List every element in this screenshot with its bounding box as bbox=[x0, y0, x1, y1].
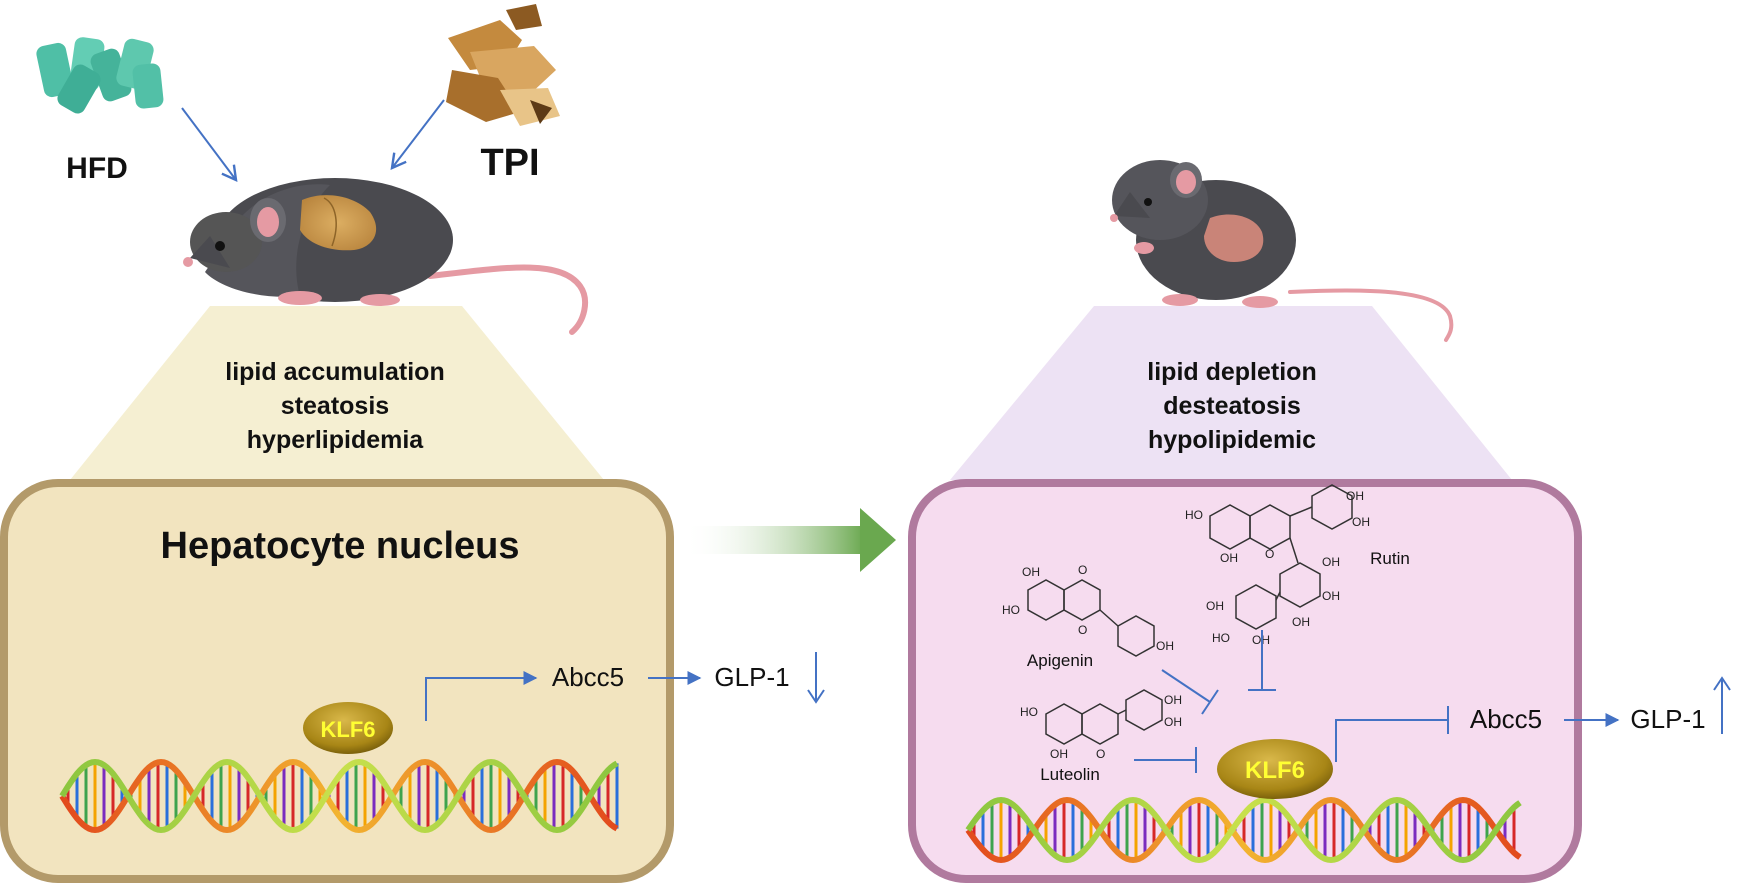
right-glp1-label: GLP-1 bbox=[1630, 704, 1705, 734]
apigenin-atom-labels: OH O HO O OH bbox=[1002, 563, 1174, 653]
right-effect-0: lipid depletion bbox=[1147, 358, 1316, 386]
svg-text:OH: OH bbox=[1346, 489, 1364, 503]
transition-green-arrow bbox=[684, 508, 896, 572]
left-klf6-label: KLF6 bbox=[321, 717, 376, 742]
svg-text:HO: HO bbox=[1020, 705, 1038, 719]
right-klf6-label: KLF6 bbox=[1245, 757, 1305, 784]
hfd-pellets-illustration bbox=[36, 37, 164, 114]
svg-text:O: O bbox=[1096, 747, 1105, 761]
right-mouse-illustration bbox=[1110, 160, 1454, 342]
apigenin-structure bbox=[1027, 579, 1155, 657]
tpi-label: TPI bbox=[480, 142, 539, 184]
rutin-structure bbox=[1209, 484, 1353, 630]
rutin-inhibits-klf6 bbox=[1248, 630, 1276, 691]
svg-text:OH: OH bbox=[1292, 615, 1310, 629]
svg-text:O: O bbox=[1078, 563, 1087, 577]
svg-text:OH: OH bbox=[1220, 551, 1238, 565]
svg-text:OH: OH bbox=[1322, 555, 1340, 569]
left-effects-trapezoid bbox=[70, 306, 604, 480]
left-klf6-to-abcc5-arrow bbox=[425, 671, 538, 721]
left-effect-1: steatosis bbox=[281, 392, 389, 420]
left-effect-2: hyperlipidemia bbox=[247, 426, 425, 454]
luteolin-label: Luteolin bbox=[1040, 765, 1100, 784]
left-box-title: Hepatocyte nucleus bbox=[161, 525, 520, 567]
svg-text:OH: OH bbox=[1050, 747, 1068, 761]
svg-text:OH: OH bbox=[1022, 565, 1040, 579]
right-dna-helix bbox=[965, 796, 1522, 864]
right-effect-2: hypolipidemic bbox=[1148, 426, 1316, 454]
svg-text:OH: OH bbox=[1156, 639, 1174, 653]
svg-text:HO: HO bbox=[1185, 508, 1203, 522]
left-dna-helix bbox=[59, 758, 619, 834]
svg-text:OH: OH bbox=[1322, 589, 1340, 603]
rutin-label: Rutin bbox=[1370, 549, 1410, 568]
svg-text:O: O bbox=[1078, 623, 1087, 637]
right-effects-trapezoid bbox=[950, 306, 1512, 480]
svg-text:O: O bbox=[1265, 547, 1274, 561]
left-hepatocyte-box bbox=[0, 479, 674, 883]
right-effect-1: desteatosis bbox=[1163, 392, 1301, 420]
right-abcc5-label: Abcc5 bbox=[1470, 704, 1542, 734]
left-klf6-oval bbox=[303, 702, 393, 754]
right-klf6-inhibits-abcc5 bbox=[1335, 706, 1449, 762]
dna-strand-b bbox=[59, 758, 619, 834]
tpi-arrow bbox=[390, 99, 445, 170]
left-effect-0: lipid accumulation bbox=[225, 358, 444, 386]
dna-strand-b bbox=[965, 796, 1522, 864]
left-abcc5-label: Abcc5 bbox=[552, 662, 624, 692]
apigenin-label: Apigenin bbox=[1027, 651, 1093, 670]
rutin-atom-labels: OH OH HO OH O OH OH HO OH OH OH bbox=[1185, 489, 1370, 647]
svg-text:HO: HO bbox=[1002, 603, 1020, 617]
luteolin-structure bbox=[1045, 689, 1163, 745]
svg-text:OH: OH bbox=[1206, 599, 1224, 613]
svg-text:OH: OH bbox=[1352, 515, 1370, 529]
left-glp1-label: GLP-1 bbox=[714, 662, 789, 692]
right-glp1-up-arrow bbox=[1713, 676, 1731, 734]
left-mouse-illustration bbox=[183, 178, 589, 335]
svg-text:OH: OH bbox=[1164, 715, 1182, 729]
left-glp1-down-arrow bbox=[807, 652, 825, 704]
dna-strand-a bbox=[965, 796, 1522, 864]
svg-text:HO: HO bbox=[1212, 631, 1230, 645]
luteolin-atom-labels: OH OH HO O OH bbox=[1020, 693, 1182, 761]
right-klf6-oval bbox=[1217, 739, 1333, 799]
svg-text:OH: OH bbox=[1164, 693, 1182, 707]
apigenin-inhibits-klf6 bbox=[1161, 669, 1219, 715]
hfd-label: HFD bbox=[66, 152, 128, 185]
luteolin-inhibits-klf6 bbox=[1134, 747, 1197, 773]
tpi-herb-illustration bbox=[446, 4, 560, 126]
hfd-arrow bbox=[181, 107, 238, 182]
